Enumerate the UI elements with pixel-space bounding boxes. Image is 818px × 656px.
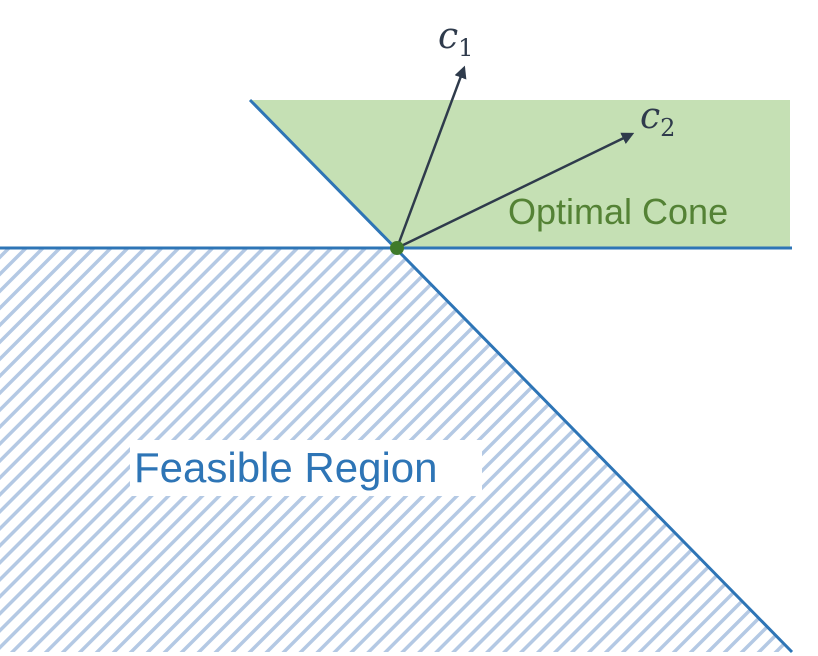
vector-c1-arrow — [395, 65, 467, 249]
vector-c1-label: c1 — [438, 16, 473, 62]
vector-c2-label: c2 — [640, 96, 675, 142]
diagonal-constraint-line — [248, 98, 794, 654]
optimal-cone — [250, 100, 790, 248]
optimal-cone-label: Optimal Cone — [508, 191, 728, 232]
feasible-region-label: Feasible Region — [134, 444, 438, 491]
feasible-region-label-background — [130, 440, 482, 496]
optimal-vertex-point — [390, 241, 404, 255]
vector-c2-arrow — [396, 132, 635, 250]
